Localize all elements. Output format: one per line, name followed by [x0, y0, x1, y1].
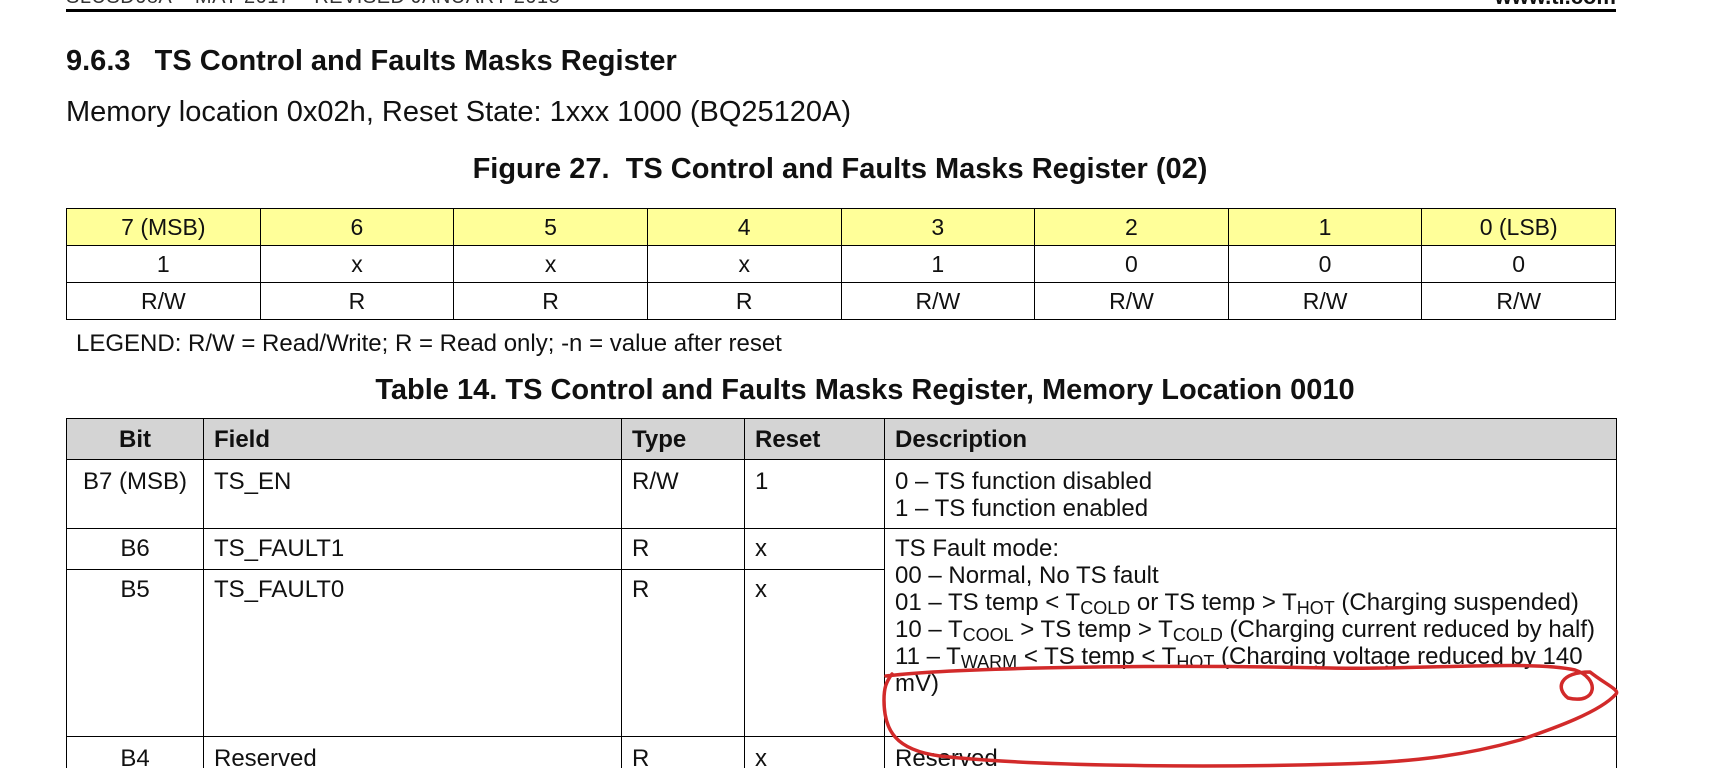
- text-run: (Charging current reduced by half): [1222, 616, 1596, 643]
- subscript: WARM: [960, 652, 1018, 672]
- register-access-row: R/W R R R R/W R/W R/W R/W: [66, 282, 1616, 320]
- section-number: 9.6.3: [66, 45, 131, 77]
- reset-cell: x: [453, 245, 648, 283]
- column-header-type: Type: [621, 418, 745, 460]
- column-header-reset: Reset: [744, 418, 885, 460]
- field-name: TS_FAULT0: [203, 569, 622, 737]
- text-run: > TS temp > T: [1013, 616, 1173, 643]
- field-description-table: Bit Field Type Reset Description B7 (MSB…: [66, 418, 1617, 768]
- reset-value: x: [744, 528, 885, 570]
- text-run: 01 – TS temp < T: [895, 589, 1081, 616]
- fault-mode-description: TS Fault mode: 00 – Normal, No TS fault …: [884, 528, 1617, 737]
- site-link[interactable]: www.ti.com: [1495, 0, 1616, 10]
- register-reset-row: 1 x x x 1 0 0 0: [66, 245, 1616, 283]
- field-name: Reserved: [203, 736, 622, 768]
- field-name: TS_EN: [203, 459, 622, 529]
- bit-cell: 1: [1227, 208, 1423, 246]
- description-line: 1 – TS function enabled: [895, 495, 1149, 522]
- type-value: R: [621, 736, 745, 768]
- bit-cell: 0 (LSB): [1421, 208, 1616, 246]
- reset-cell: 0: [1034, 245, 1229, 283]
- reset-cell: x: [646, 245, 842, 283]
- reset-cell: 1: [840, 245, 1036, 283]
- register-bit-row: 7 (MSB) 6 5 4 3 2 1 0 (LSB): [66, 208, 1616, 246]
- table-row: B5 TS_FAULT0 R x: [66, 569, 1617, 737]
- bit-value: B7 (MSB): [66, 459, 204, 529]
- page-header: SLUSD08A – MAY 2017 – REVISED JANUARY 20…: [66, 0, 1616, 12]
- description-line: 0 – TS function disabled: [895, 468, 1153, 495]
- subscript: HOT: [1176, 652, 1215, 672]
- reset-value: x: [744, 569, 885, 737]
- bit-value: B4: [66, 736, 204, 768]
- subscript: COLD: [1172, 625, 1223, 645]
- type-value: R: [621, 569, 745, 737]
- memory-location-text: Memory location 0x02h, Reset State: 1xxx…: [66, 96, 852, 128]
- text-run: 10 – T: [895, 616, 963, 643]
- access-cell: R/W: [840, 282, 1036, 320]
- figure-caption: Figure 27. TS Control and Faults Masks R…: [0, 153, 1680, 186]
- access-cell: R/W: [1034, 282, 1229, 320]
- reset-value: x: [744, 736, 885, 768]
- subscript: COOL: [962, 625, 1014, 645]
- table-header-row: Bit Field Type Reset Description: [66, 418, 1617, 460]
- register-bit-table: 7 (MSB) 6 5 4 3 2 1 0 (LSB) 1 x x x 1 0 …: [66, 208, 1616, 320]
- description-line: 01 – TS temp < TCOLD or TS temp > THOT (…: [895, 589, 1606, 618]
- figure-label: Figure 27.: [472, 153, 610, 185]
- description-line: 11 – TWARM < TS temp < THOT (Charging vo…: [895, 643, 1606, 697]
- description-cell: Reserved: [884, 736, 1617, 768]
- bit-cell: 4: [646, 208, 842, 246]
- section-heading: 9.6.3 TS Control and Faults Masks Regist…: [66, 45, 677, 78]
- type-value: R/W: [621, 459, 745, 529]
- register-legend: LEGEND: R/W = Read/Write; R = Read only;…: [76, 330, 782, 357]
- text-run: (Charging suspended): [1334, 589, 1579, 616]
- access-cell: R: [259, 282, 455, 320]
- access-cell: R/W: [1227, 282, 1423, 320]
- subscript: COLD: [1080, 598, 1131, 618]
- table-row: B7 (MSB) TS_EN R/W 1 0 – TS function dis…: [66, 459, 1617, 529]
- figure-title: TS Control and Faults Masks Register (02…: [625, 153, 1208, 185]
- description-line: 00 – Normal, No TS fault: [895, 562, 1159, 589]
- column-header-bit: Bit: [66, 418, 204, 460]
- access-cell: R: [646, 282, 842, 320]
- table-row: B4 Reserved R x Reserved: [66, 736, 1617, 768]
- bit-cell: 6: [259, 208, 455, 246]
- access-cell: R: [453, 282, 648, 320]
- table-caption: Table 14. TS Control and Faults Masks Re…: [375, 374, 1355, 406]
- column-header-description: Description: [884, 418, 1617, 460]
- reset-cell: 1: [66, 245, 261, 283]
- column-header-field: Field: [203, 418, 622, 460]
- reset-value: 1: [744, 459, 885, 529]
- field-name: TS_FAULT1: [203, 528, 622, 570]
- bit-cell: 7 (MSB): [66, 208, 261, 246]
- bit-cell: 3: [840, 208, 1036, 246]
- type-value: R: [621, 528, 745, 570]
- reset-cell: x: [259, 245, 455, 283]
- description-line: 10 – TCOOL > TS temp > TCOLD (Charging c…: [895, 616, 1606, 645]
- access-cell: R/W: [66, 282, 261, 320]
- bit-value: B6: [66, 528, 204, 570]
- section-title: TS Control and Faults Masks Register: [154, 45, 677, 77]
- doc-id: SLUSD08A – MAY 2017 – REVISED JANUARY 20…: [66, 0, 560, 9]
- bit-value: B5: [66, 569, 204, 737]
- text-run: < TS temp < T: [1017, 643, 1177, 670]
- table-row: B6 TS_FAULT1 R x TS Fault mode: 00 – Nor…: [66, 528, 1617, 737]
- bit-cell: 5: [453, 208, 648, 246]
- text-run: 11 – T: [895, 643, 961, 670]
- bit-cell: 2: [1034, 208, 1229, 246]
- access-cell: R/W: [1421, 282, 1616, 320]
- subscript: HOT: [1296, 598, 1335, 618]
- text-run: or TS temp > T: [1130, 589, 1297, 616]
- description-cell: 0 – TS function disabled 1 – TS function…: [884, 459, 1617, 529]
- reset-cell: 0: [1227, 245, 1423, 283]
- description-line: TS Fault mode:: [895, 535, 1060, 562]
- reset-cell: 0: [1421, 245, 1616, 283]
